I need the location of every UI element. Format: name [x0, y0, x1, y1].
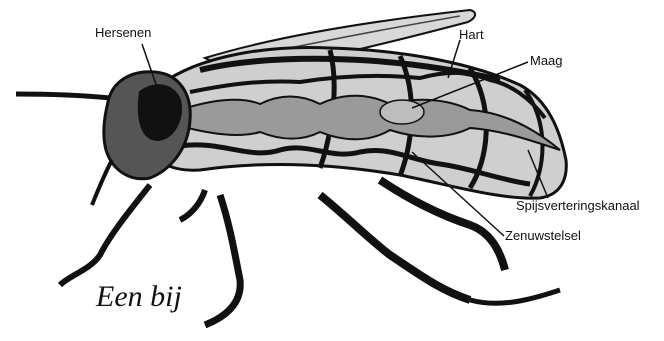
middle-leg: [205, 195, 240, 325]
label-heart: Hart: [459, 28, 484, 41]
front-leg: [60, 185, 150, 285]
mouthparts: [92, 160, 112, 205]
label-nervous-system: Zenuwstelsel: [505, 229, 581, 242]
hind-leg-foot: [470, 290, 560, 303]
label-digestive-tract: Spijsverteringskanaal: [516, 199, 640, 212]
label-stomach: Maag: [530, 54, 563, 67]
label-brain: Hersenen: [95, 26, 151, 39]
diagram-caption: Een bij: [96, 282, 182, 312]
middle-leg-segment: [180, 190, 205, 220]
antenna: [16, 94, 110, 98]
hind-leg: [320, 195, 470, 300]
stomach: [380, 100, 424, 124]
